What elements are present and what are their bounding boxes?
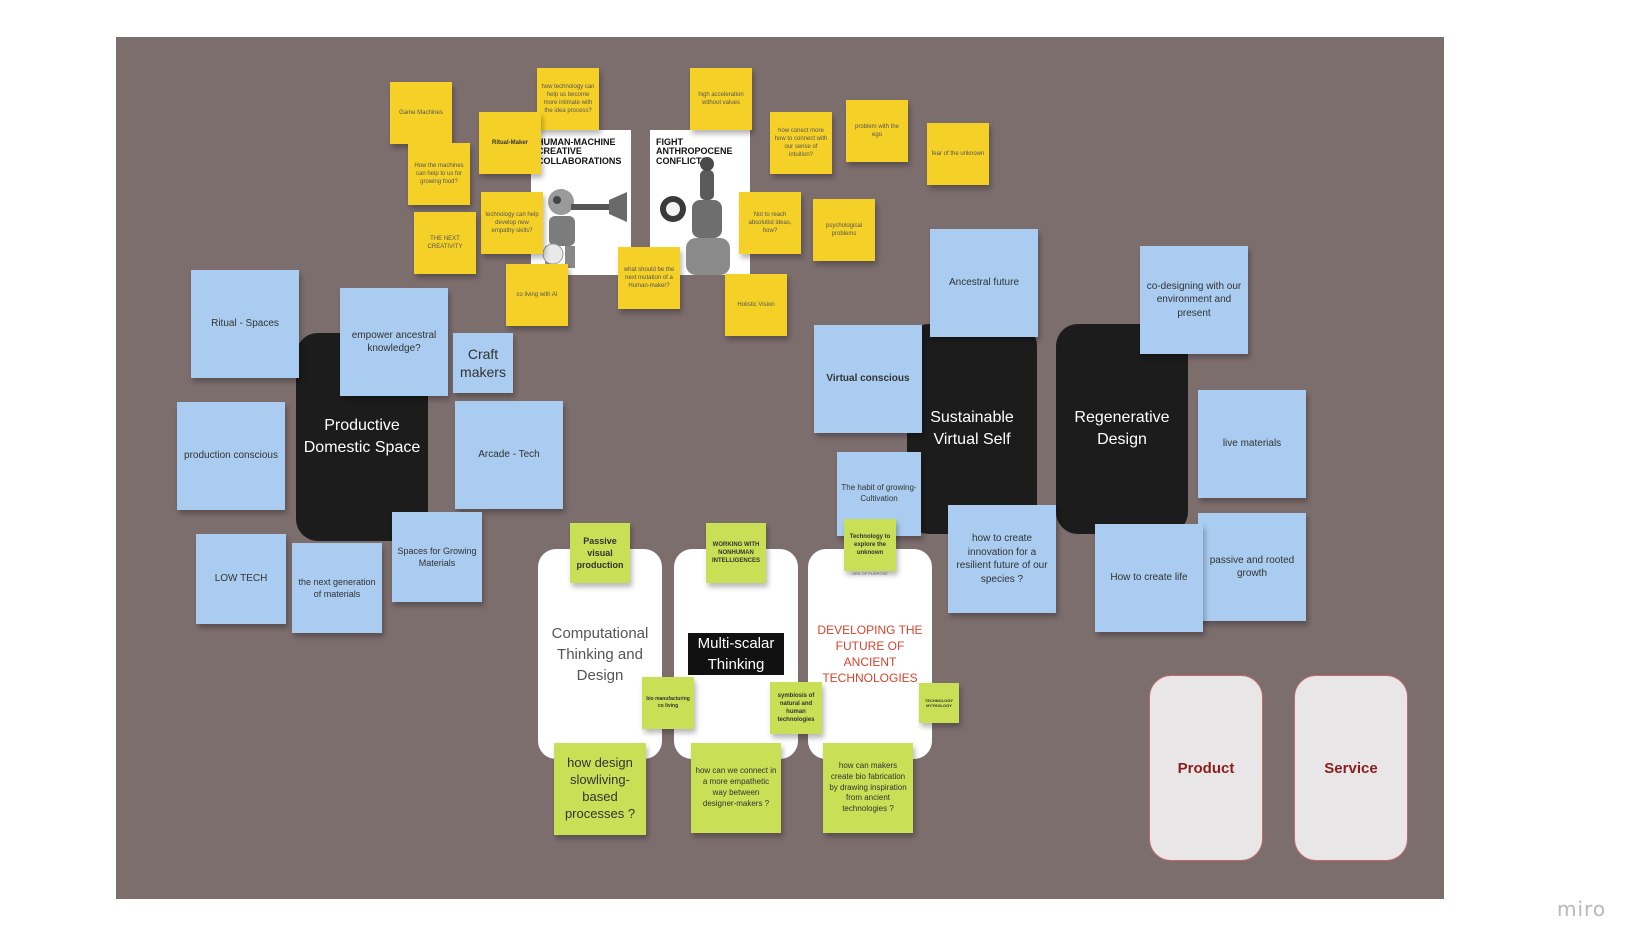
sticky-note[interactable]: How the machines can help to us for grow… bbox=[408, 143, 470, 205]
sticky-note[interactable]: problem with the ego bbox=[846, 100, 908, 162]
poster-title: HUMAN-MACHINE CREATIVE COLLABORATIONS bbox=[537, 137, 622, 166]
sticky-note[interactable]: co living with AI bbox=[506, 264, 568, 326]
sticky-note[interactable]: passive and rooted growth bbox=[1198, 513, 1306, 621]
sticky-note[interactable]: Arcade - Tech bbox=[455, 401, 563, 509]
sticky-note[interactable]: LOW TECH bbox=[196, 534, 286, 624]
sticky-note[interactable]: co-designing with our environment and pr… bbox=[1140, 246, 1248, 354]
sticky-note[interactable]: how can we connect in a more empathetic … bbox=[691, 743, 781, 833]
topic-card-developing[interactable]: ARK OF PURPOSE DEVELOPING THE FUTURE OF … bbox=[808, 549, 932, 759]
poster-human-machine[interactable]: HUMAN-MACHINE CREATIVE COLLABORATIONS bbox=[531, 130, 631, 275]
sticky-note[interactable]: the next generation of materials bbox=[292, 543, 382, 633]
topic-card-label: DEVELOPING THE FUTURE OF ANCIENT TECHNOL… bbox=[817, 622, 923, 686]
sticky-note[interactable]: Technology to explore the unknown bbox=[844, 519, 896, 571]
topic-card-label: Multi-scalar Thinking bbox=[688, 633, 784, 675]
miro-logo: miro bbox=[1557, 897, 1607, 921]
sticky-note[interactable]: THE NEXT CREATIVITY bbox=[414, 212, 476, 274]
topic-card-small-label: ARK OF PURPOSE bbox=[852, 571, 888, 576]
sticky-note[interactable]: how to create innovation for a resilient… bbox=[948, 505, 1056, 613]
category-card-sustainable[interactable]: Sustainable Virtual Self bbox=[907, 324, 1037, 534]
sticky-note[interactable]: Virtual conscious bbox=[814, 325, 922, 433]
sticky-note[interactable]: bio manufacturing co living bbox=[642, 677, 694, 729]
service-card[interactable]: Service bbox=[1294, 675, 1408, 861]
sticky-note[interactable]: How to create life bbox=[1095, 524, 1203, 632]
sticky-note[interactable]: what should be the next mutation of a Hu… bbox=[618, 247, 680, 309]
sticky-note[interactable]: Holistic Vision bbox=[725, 274, 787, 336]
sticky-note[interactable]: Game Machines bbox=[390, 82, 452, 144]
sticky-note[interactable]: empower ancestral knowledge? bbox=[340, 288, 448, 396]
sticky-note[interactable]: Not to reach absolutist ideas, how? bbox=[739, 192, 801, 254]
topic-card-label: Computational Thinking and Design bbox=[551, 624, 649, 684]
miro-board-frame[interactable]: HUMAN-MACHINE CREATIVE COLLABORATIONS FI… bbox=[116, 37, 1444, 899]
sticky-note[interactable]: psychological problems bbox=[813, 199, 875, 261]
poster-title: FIGHT ANTHROPOCENE CONFLICTS bbox=[656, 137, 733, 166]
sticky-note[interactable]: technology can help develop new empathy … bbox=[481, 192, 543, 254]
sticky-note[interactable]: Craft makers bbox=[453, 333, 513, 393]
product-card[interactable]: Product bbox=[1149, 675, 1263, 861]
sticky-note[interactable]: Ritual-Maker bbox=[479, 112, 541, 174]
sticky-note[interactable]: symbiosis of natural and human technolog… bbox=[770, 682, 822, 734]
sticky-note[interactable]: fear of the unknown bbox=[927, 123, 989, 185]
poster-anthropocene[interactable]: FIGHT ANTHROPOCENE CONFLICTS bbox=[650, 130, 750, 275]
sticky-note[interactable]: Spaces for Growing Materials bbox=[392, 512, 482, 602]
sticky-note[interactable]: how can makers create bio fabrication by… bbox=[823, 743, 913, 833]
topic-card-computational[interactable]: Computational Thinking and Design bbox=[538, 549, 662, 759]
sculpture-illustration bbox=[660, 157, 730, 275]
sticky-note[interactable]: how conect more how to connect with our … bbox=[770, 112, 832, 174]
sticky-note[interactable]: live materials bbox=[1198, 390, 1306, 498]
robot-trumpet-illustration bbox=[542, 189, 627, 268]
sticky-note[interactable]: Ritual - Spaces bbox=[191, 270, 299, 378]
sticky-note[interactable]: how design slowliving-based processes ? bbox=[554, 743, 646, 835]
sticky-note[interactable]: Passive visual production bbox=[570, 523, 630, 583]
category-card-regenerative[interactable]: Regenerative Design bbox=[1056, 324, 1188, 534]
sticky-note[interactable]: TECHNOLOGY MYTHOLOGY bbox=[919, 683, 959, 723]
sticky-note[interactable]: production conscious bbox=[177, 402, 285, 510]
sticky-note[interactable]: WORKING WITH NONHUMAN INTELLIGENCES bbox=[706, 523, 766, 583]
sticky-note[interactable]: high acceleration without values bbox=[690, 68, 752, 130]
sticky-note[interactable]: how technology can help us become more i… bbox=[537, 68, 599, 130]
sticky-note[interactable]: Ancestral future bbox=[930, 229, 1038, 337]
